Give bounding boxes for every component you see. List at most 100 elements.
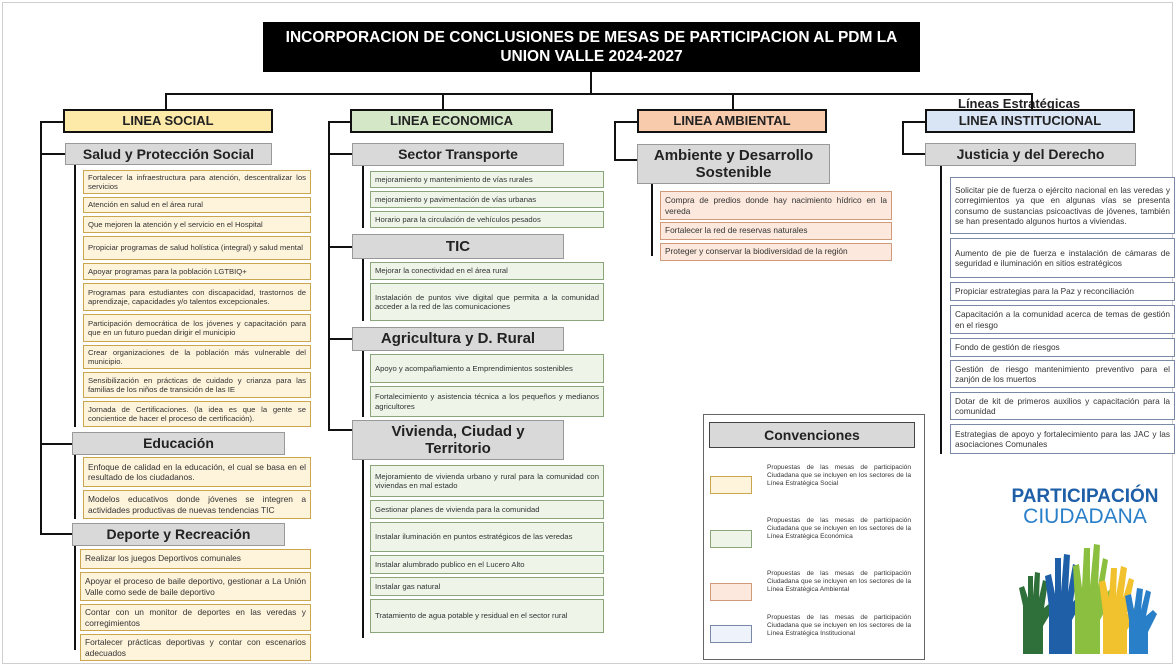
item-text: Capacitación a la comunidad acerca de te… xyxy=(955,309,1170,330)
item-text: Horario para la circulación de vehículos… xyxy=(375,214,541,224)
item-text: Gestionar planes de vivienda para la com… xyxy=(375,504,540,514)
logo-line1: PARTICIPACIÓN xyxy=(1011,486,1159,507)
item-text: Fortalecer prácticas deportivas y contar… xyxy=(85,637,306,658)
social-item: Modelos educativos donde jóvenes se inte… xyxy=(83,490,311,519)
social-item: Realizar los juegos Deportivos comunales xyxy=(80,549,311,569)
sector-vivienda-title-line2: Territorio xyxy=(425,440,491,457)
economica-item: Instalar alumbrado publico en el Lucero … xyxy=(370,555,604,574)
institucional-item: Propiciar estrategias para la Paz y reco… xyxy=(950,282,1175,301)
item-text: Contar con un monitor de deportes en las… xyxy=(85,607,306,628)
sector-educacion: Educación xyxy=(72,432,285,455)
social-item: Atención en salud en el área rural xyxy=(83,197,311,213)
social-item: Apoyar programas para la población LGTBI… xyxy=(83,263,311,280)
item-text: Realizar los juegos Deportivos comunales xyxy=(85,553,241,564)
item-text: Fortalecer la infraestructura para atenc… xyxy=(88,172,306,191)
connector xyxy=(614,121,638,123)
sector-vivienda: Vivienda, Ciudad y Territorio xyxy=(352,420,564,460)
connector xyxy=(40,121,42,535)
legend-swatch-social xyxy=(710,476,752,494)
sector-transporte: Sector Transporte xyxy=(352,143,564,166)
economica-item: Instalación de puntos vive digital que p… xyxy=(370,283,604,321)
connector xyxy=(902,153,926,155)
item-text: Aumento de pie de fuerza e instalación d… xyxy=(955,247,1170,268)
item-text: Solicitar pie de fuerza o ejército nacio… xyxy=(955,185,1170,226)
item-text: Dotar de kit de primeros auxilios y capa… xyxy=(955,395,1170,416)
social-item: Que mejoren la atención y el servicio en… xyxy=(83,216,311,233)
institucional-item: Solicitar pie de fuerza o ejército nacio… xyxy=(950,177,1175,234)
item-text: Programas para estudiantes con discapaci… xyxy=(88,287,306,306)
connector xyxy=(328,153,352,155)
header-linea-ambiental: LINEA AMBIENTAL xyxy=(637,109,827,133)
connector xyxy=(614,159,638,161)
item-text: Instalación de puntos vive digital que p… xyxy=(375,292,599,311)
institucional-item: Dotar de kit de primeros auxilios y capa… xyxy=(950,392,1175,420)
item-text: Mejorar la conectividad en el área rural xyxy=(375,266,508,276)
sector-agricultura: Agricultura y D. Rural xyxy=(352,327,564,351)
item-text: Tratamiento de agua potable y residual e… xyxy=(375,611,568,621)
connector xyxy=(74,455,76,519)
item-text: Instalar gas natural xyxy=(375,581,441,591)
connector xyxy=(590,72,592,94)
item-text: Proteger y conservar la biodiversidad de… xyxy=(665,246,848,257)
social-item: Sensibilización en prácticas de cuidado … xyxy=(83,372,311,398)
item-text: Propiciar programas de salud holística (… xyxy=(88,243,303,253)
connector xyxy=(40,443,72,445)
economica-item: Instalar iluminación en puntos estratégi… xyxy=(370,522,604,552)
institucional-item: Capacitación a la comunidad acerca de te… xyxy=(950,305,1175,334)
legend-swatch-ambiental xyxy=(710,583,752,601)
social-item: Propiciar programas de salud holística (… xyxy=(83,236,311,260)
connector xyxy=(328,338,352,340)
sector-ambiente-title-line2: Sostenible xyxy=(695,164,772,181)
connector xyxy=(362,166,364,228)
connector xyxy=(902,121,904,155)
item-text: Jornada de Certificaciones. (la idea es … xyxy=(88,404,306,423)
institucional-item: Aumento de pie de fuerza e instalación d… xyxy=(950,238,1175,278)
economica-item: Apoyo y acompañamiento a Emprendimientos… xyxy=(370,354,604,383)
connector xyxy=(74,165,76,427)
item-text: Enfoque de calidad en la educación, el c… xyxy=(88,461,306,483)
social-item: Crear organizaciones de la población más… xyxy=(83,345,311,369)
item-text: Gestión de riesgo mantenimiento preventi… xyxy=(955,363,1170,384)
item-text: Fortalecer la red de reservas naturales xyxy=(665,225,808,236)
connector xyxy=(328,246,352,248)
economica-item: Mejorar la conectividad en el área rural xyxy=(370,262,604,280)
connector xyxy=(362,460,364,638)
social-item: Jornada de Certificaciones. (la idea es … xyxy=(83,401,311,427)
sector-ambiente-title-line1: Ambiente y Desarrollo xyxy=(653,147,814,164)
legend-text-ambiental: Propuestas de las mesas de participación… xyxy=(767,570,911,593)
connector xyxy=(1031,93,1033,111)
social-item: Programas para estudiantes con discapaci… xyxy=(83,283,311,311)
convenciones-title: Convenciones xyxy=(709,422,915,448)
social-item: Participación democrática de los jóvenes… xyxy=(83,314,311,342)
item-text: Participación democrática de los jóvenes… xyxy=(88,318,306,337)
connector xyxy=(328,121,330,430)
social-item: Enfoque de calidad en la educación, el c… xyxy=(83,457,311,487)
economica-item: Mejoramiento de vivienda urbano y rural … xyxy=(370,465,604,497)
item-text: Instalar iluminación en puntos estratégi… xyxy=(375,532,573,542)
logo-line2: CIUDADANA xyxy=(1023,505,1147,528)
legend-text-social: Propuestas de las mesas de participación… xyxy=(767,464,911,487)
item-text: Compra de predios donde hay nacimiento h… xyxy=(665,195,887,216)
header-linea-social: LINEA SOCIAL xyxy=(63,109,273,133)
connector xyxy=(74,546,76,650)
institucional-item: Gestión de riesgo mantenimiento preventi… xyxy=(950,360,1175,388)
ambiental-item: Compra de predios donde hay nacimiento h… xyxy=(660,191,892,220)
item-text: Apoyo y acompañamiento a Emprendimientos… xyxy=(375,363,573,373)
connector xyxy=(165,93,1033,95)
sector-vivienda-title-line1: Vivienda, Ciudad y xyxy=(391,423,525,440)
item-text: Sensibilización en prácticas de cuidado … xyxy=(88,375,306,394)
item-text: Apoyar programas para la población LGTBI… xyxy=(88,266,247,276)
connector xyxy=(940,166,942,454)
sector-tic: TIC xyxy=(352,234,564,259)
item-text: Modelos educativos donde jóvenes se inte… xyxy=(88,494,306,515)
connector xyxy=(328,121,351,123)
raised-hands-logo-icon xyxy=(1019,544,1157,654)
sector-salud: Salud y Protección Social xyxy=(65,143,272,165)
item-text: Estrategias de apoyo y fortalecimiento p… xyxy=(955,428,1170,449)
header-linea-institucional: LINEA INSTITUCIONAL xyxy=(925,109,1135,133)
economica-item: Horario para la circulación de vehículos… xyxy=(370,211,604,228)
ambiental-item: Fortalecer la red de reservas naturales xyxy=(660,222,892,240)
diagram-title: INCORPORACION DE CONCLUSIONES DE MESAS D… xyxy=(263,22,920,72)
social-item: Fortalecer prácticas deportivas y contar… xyxy=(80,634,311,661)
social-item: Apoyar el proceso de baile deportivo, ge… xyxy=(80,572,311,601)
